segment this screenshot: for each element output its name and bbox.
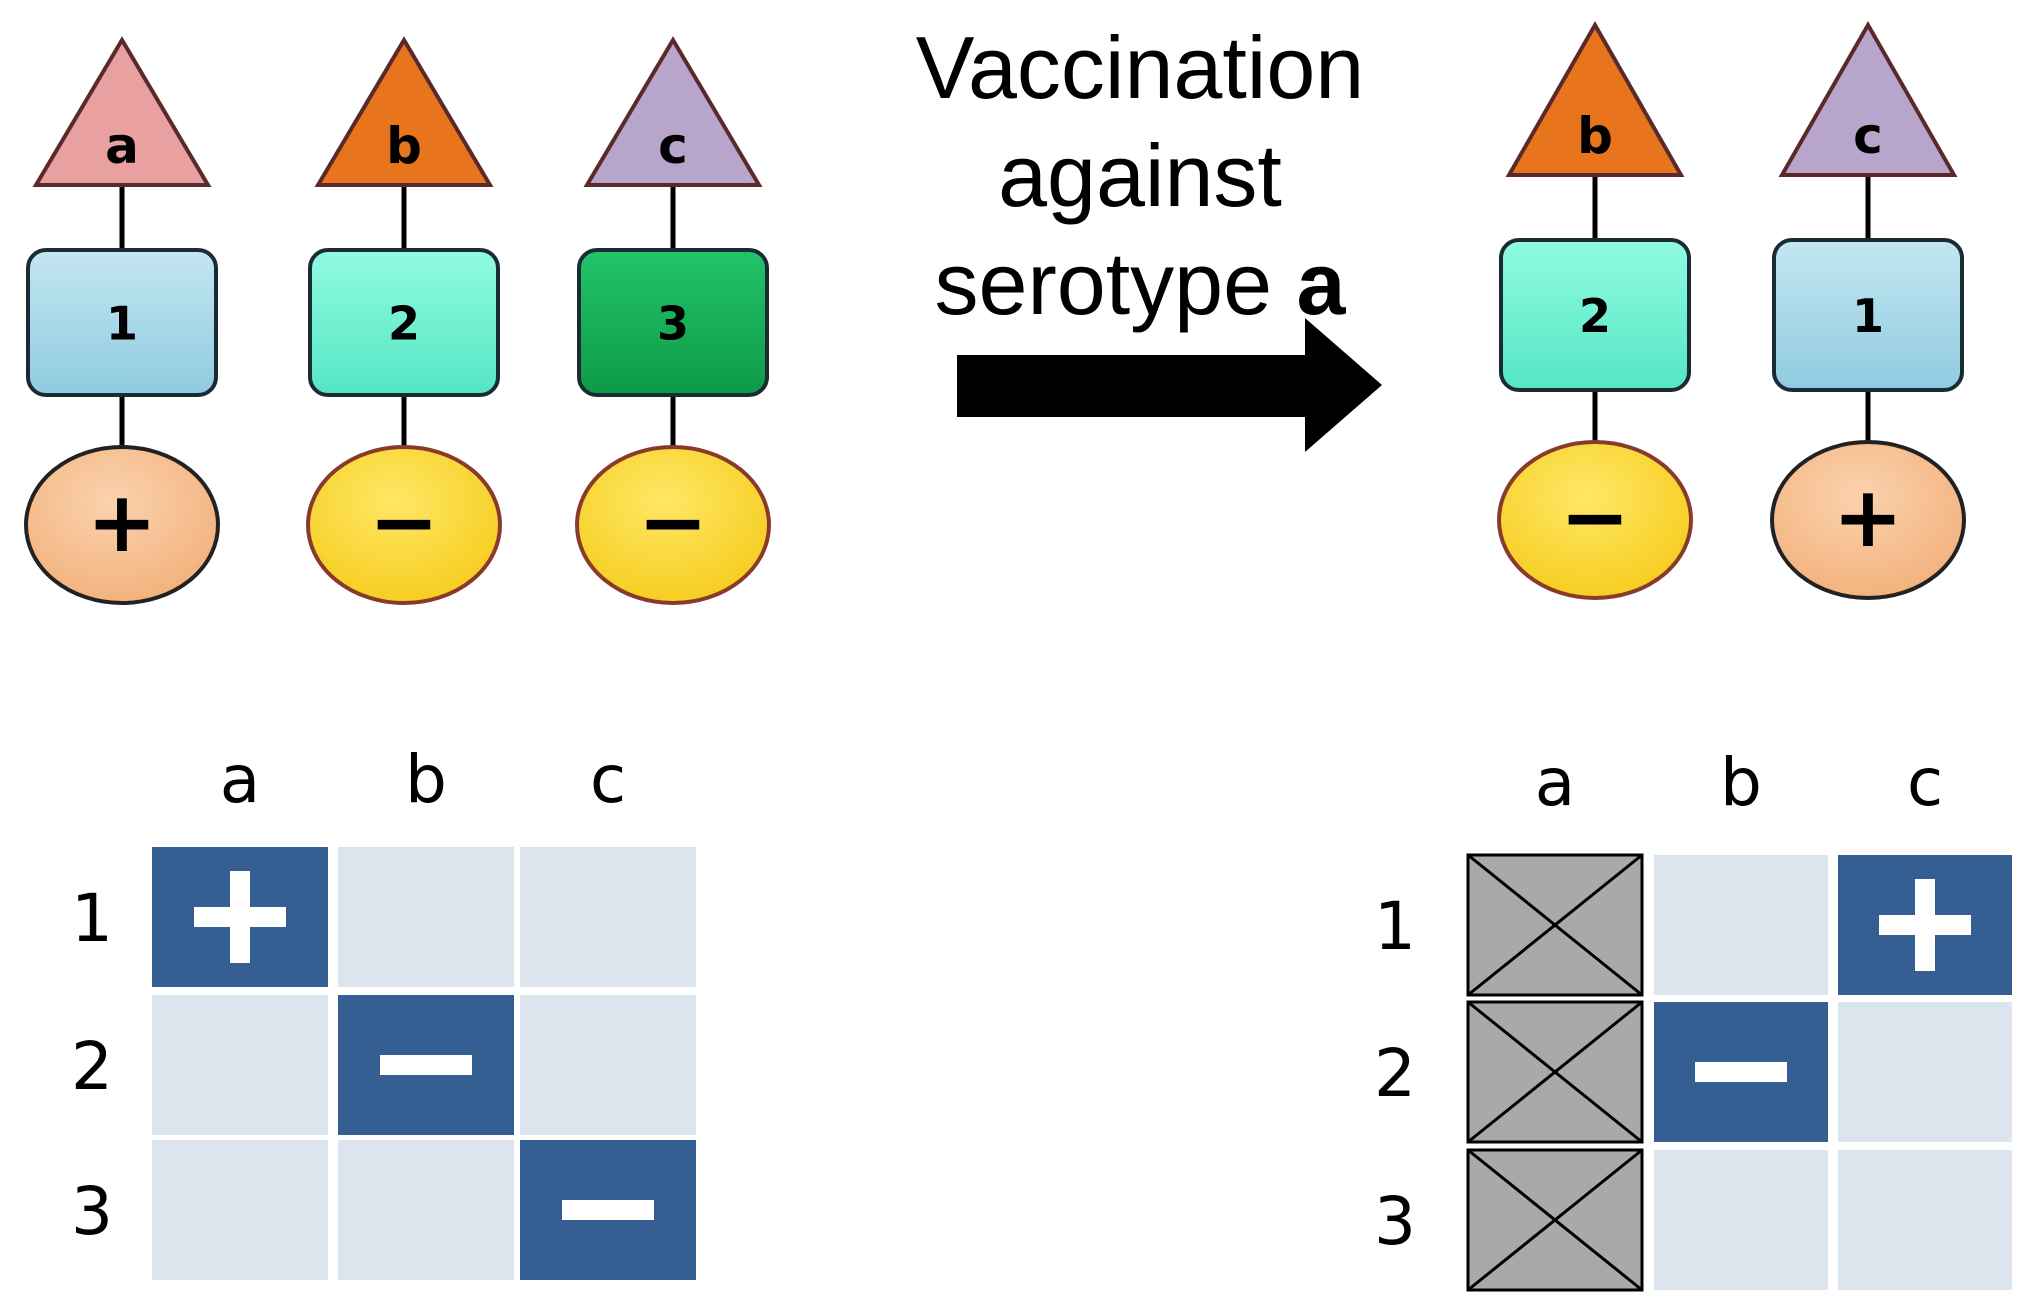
type-box [1772, 238, 1964, 392]
matrix-cell-empty [1838, 1002, 2012, 1142]
type-label: 3 [657, 297, 689, 351]
column-header: a [1535, 744, 1575, 821]
cross-line [1467, 1148, 1643, 1292]
matrix-cell-empty [1654, 855, 1828, 995]
effect-label: + [1833, 468, 1903, 566]
matrix-cell-empty [338, 1140, 514, 1280]
matrix-cell-empty [152, 1140, 328, 1280]
matrix-cell-empty [338, 847, 514, 987]
before-matrix: a b c 1 2 3 [71, 741, 696, 1280]
effect-plus-ellipse [1770, 440, 1966, 600]
after-strain-1: b 2 − [1497, 20, 1693, 600]
effect-minus-ellipse [306, 445, 502, 605]
minus-sign [1695, 1062, 1787, 1082]
before-strain-3: c 3 − [575, 36, 771, 605]
plus-sign [1915, 879, 1935, 971]
caption-serotype: a [1296, 234, 1346, 333]
matrix-cell-empty [520, 995, 696, 1135]
type-box [26, 248, 218, 397]
type-label: 1 [1852, 289, 1884, 343]
column-header: a [220, 741, 260, 818]
before-strain-1: a 1 + [24, 36, 220, 605]
effect-label: + [87, 473, 157, 571]
effect-plus-ellipse [24, 445, 220, 605]
after-strain-2: c 1 + [1770, 20, 1966, 600]
row-header: 2 [71, 1028, 113, 1105]
matrix-cell-empty [152, 995, 328, 1135]
serotype-label: c [658, 117, 688, 175]
matrix-cell-empty [520, 847, 696, 987]
column-header: c [1907, 744, 1943, 821]
serotype-label: c [1853, 107, 1883, 165]
column-header: b [1720, 744, 1762, 821]
effect-label: − [638, 473, 708, 571]
effect-label: − [1560, 468, 1630, 566]
before-strain-2: b 2 − [306, 36, 502, 605]
type-box [1499, 238, 1691, 392]
matrix-cell-empty [1654, 1150, 1828, 1290]
minus-sign [380, 1055, 472, 1075]
plus-sign [230, 871, 250, 963]
serotype-triangle [314, 36, 494, 187]
type-label: 2 [388, 297, 420, 351]
serotype-label: a [105, 117, 139, 175]
row-header: 1 [1374, 888, 1416, 965]
effect-minus-ellipse [1497, 440, 1693, 600]
column-header: b [405, 741, 447, 818]
serotype-triangle [1505, 20, 1685, 177]
effect-label: − [369, 473, 439, 571]
after-matrix: a b c 1 2 3 [1374, 744, 2012, 1292]
row-header: 3 [71, 1173, 113, 1250]
type-box [308, 248, 500, 397]
caption-line-1: Vaccination [915, 18, 1365, 117]
caption-line-3-text: serotype [934, 234, 1273, 333]
cross-line [1467, 853, 1643, 997]
serotype-triangle [583, 36, 763, 187]
minus-sign [562, 1200, 654, 1220]
row-header: 2 [1374, 1035, 1416, 1112]
type-label: 2 [1579, 289, 1611, 343]
serotype-triangle [32, 36, 212, 187]
serotype-label: b [386, 117, 422, 175]
cross-line [1467, 1000, 1643, 1144]
row-header: 3 [1374, 1183, 1416, 1260]
serotype-triangle [1778, 20, 1958, 177]
caption-line-2: against [998, 126, 1282, 225]
type-label: 1 [106, 297, 138, 351]
column-header: c [590, 741, 626, 818]
serotype-label: b [1577, 107, 1613, 165]
type-box [577, 248, 769, 397]
row-header: 1 [71, 880, 113, 957]
arrow [957, 318, 1382, 452]
caption: Vaccination against serotype a [880, 14, 1400, 338]
matrix-cell-empty [1838, 1150, 2012, 1290]
effect-minus-ellipse [575, 445, 771, 605]
caption-line-3: serotype a [880, 230, 1400, 338]
